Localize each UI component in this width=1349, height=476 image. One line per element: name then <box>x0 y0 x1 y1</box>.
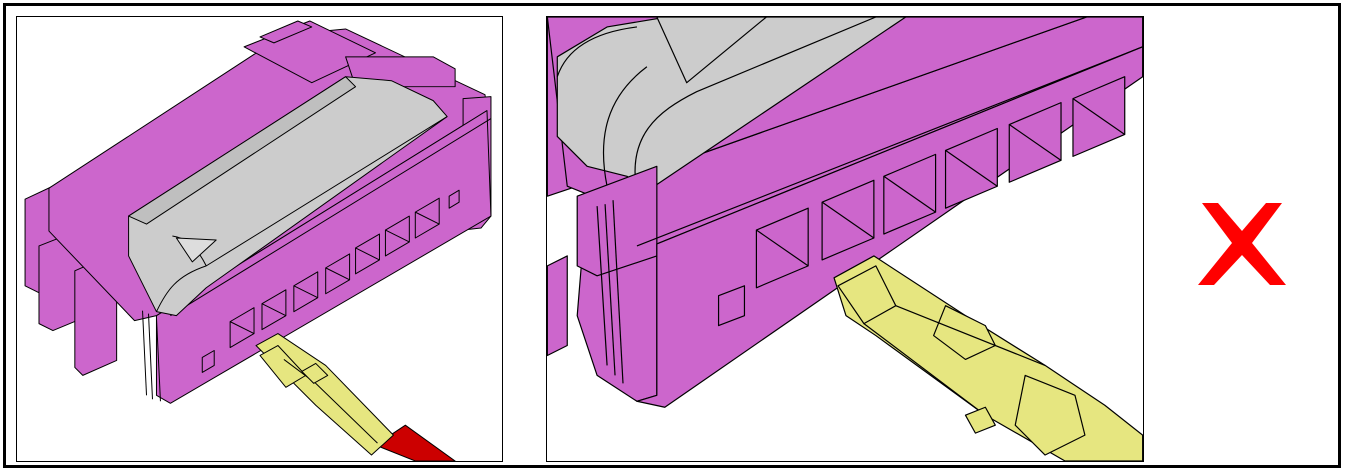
cross-mark-icon <box>1196 203 1288 285</box>
wire <box>374 424 456 461</box>
detail-illustration <box>547 17 1143 461</box>
detail-panel <box>546 16 1144 462</box>
overview-illustration <box>24 20 492 461</box>
latch-lid <box>128 76 448 317</box>
overview-panel <box>16 16 503 462</box>
latch-arrow-mark <box>656 17 767 84</box>
latch-arrow-mark <box>175 237 217 263</box>
